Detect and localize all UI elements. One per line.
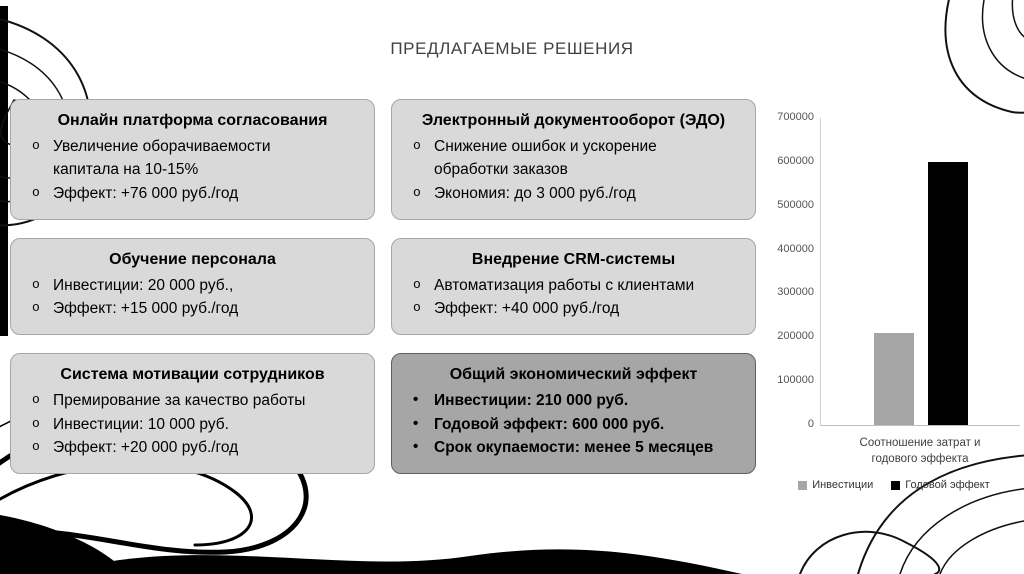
chart-bar [927,161,968,425]
y-tick-label: 600000 [777,154,814,167]
card-bullets: Инвестиции: 210 000 руб. Годовой эффект:… [410,389,745,459]
legend-item: Годовой эффект [891,479,990,492]
solutions-grid: Онлайн платформа согласования Увеличение… [10,99,756,474]
y-tick-label: 0 [807,418,814,430]
chart-category-label: Соотношение затрат и годового эффекта [859,437,981,466]
card-crm: Внедрение CRM-системы Автоматизация рабо… [391,237,756,336]
bullet-item: Эффект: +76 000 руб./год [29,182,320,205]
card-title: Онлайн платформа согласования [57,112,328,129]
bullet-item: Автоматизация работы с клиентами [410,274,701,297]
bullet-item: Премирование за качество работы [29,389,320,412]
bullet-item: Инвестиции: 10 000 руб. [29,413,320,436]
bullet-item: Эффект: +15 000 руб./год [29,297,320,320]
bullet-item: Годовой эффект: 600 000 руб. [410,413,739,436]
card-title: Общий экономический эффект [449,366,698,384]
y-tick-label: 500000 [777,198,814,211]
card-total-effect: Общий экономический эффект Инвестиции: 2… [391,353,756,474]
y-tick-label: 300000 [777,286,814,299]
bullet-item: Инвестиции: 210 000 руб. [410,389,739,412]
chart-plot: 0 100000 200000 300000 400000 500000 600000 700… [777,112,1020,430]
card-bullets: Увеличение оборачиваемости капитала на 1… [29,135,364,205]
chart-legend: Инвестиции Годовой эффект [768,479,1020,491]
chart-bar [873,332,914,425]
card-online-platform: Онлайн платформа согласования Увеличение… [10,99,375,220]
card-title: Система мотивации сотрудников [60,366,325,384]
legend-item: Инвестиции [798,479,873,491]
legend-swatch [798,480,808,490]
card-title: Электронный документооборот (ЭДО) [421,112,726,129]
card-bullets: Автоматизация работы с клиентами Эффект:… [410,274,745,321]
legend-swatch [891,480,901,490]
bar-chart: 0 100000 200000 300000 400000 500000 600000 700… [768,112,1020,491]
bullet-item: Увеличение оборачиваемости капитала на 1… [29,135,320,182]
card-training: Обучение персонала Инвестиции: 20 000 ру… [10,237,375,336]
chart-bars [821,118,1020,425]
y-tick-label: 100000 [777,374,814,387]
card-bullets: Инвестиции: 20 000 руб., Эффект: +15 000… [29,274,364,321]
legend-label: Годовой эффект [905,479,990,492]
bullet-item: Эффект: +20 000 руб./год [29,436,320,459]
bullet-item: Экономия: до 3 000 руб./год [410,182,701,205]
y-tick-label: 400000 [777,242,814,255]
bullet-item: Срок окупаемости: менее 5 месяцев [410,436,739,459]
bullet-item: Снижение ошибок и ускорение обработки за… [410,135,701,182]
card-title: Внедрение CRM-системы [471,250,676,268]
y-tick-label: 700000 [777,111,814,123]
card-edo: Электронный документооборот (ЭДО) Снижен… [391,99,756,220]
slide-title: ПРЕДЛАГАЕМЫЕ РЕШЕНИЯ [390,39,634,58]
card-bullets: Премирование за качество работы Инвестиц… [29,389,364,459]
y-tick-label: 200000 [777,330,814,343]
chart-yticks: 0 100000 200000 300000 400000 500000 600000 700… [769,112,814,430]
legend-label: Инвестиции [812,479,874,492]
bullet-item: Инвестиции: 20 000 руб., [29,274,320,297]
card-motivation: Система мотивации сотрудников Премирован… [10,353,375,474]
card-title: Обучение персонала [109,250,276,268]
card-bullets: Снижение ошибок и ускорение обработки за… [410,135,745,205]
bullet-item: Эффект: +40 000 руб./год [410,297,701,320]
